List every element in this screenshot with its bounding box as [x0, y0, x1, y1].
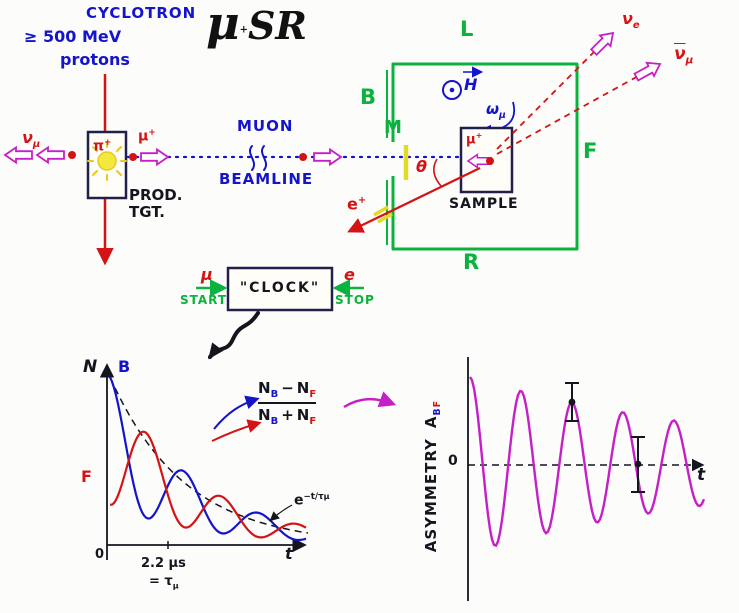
positron-label: e+	[347, 194, 367, 214]
prod-label: PROD.	[129, 186, 183, 204]
clock-group	[196, 266, 364, 312]
positron-track-arrow	[347, 166, 481, 233]
histogram-origin-label: 0	[95, 547, 105, 562]
red-to-formula-arrow	[211, 419, 262, 442]
start-label: START	[180, 293, 228, 307]
detector-l-label: L	[460, 17, 474, 41]
exp-label-pointer	[269, 504, 293, 522]
asymmetry-plot	[467, 357, 706, 601]
page-title: μ+SR	[206, 0, 308, 50]
antinu-mu-track	[496, 63, 661, 155]
muon-dot-1	[129, 153, 137, 161]
error-bar-1	[565, 382, 579, 422]
stop-label: STOP	[335, 293, 375, 307]
clock-mu-label: μ	[201, 265, 213, 284]
production-target-box	[86, 130, 128, 200]
antinu-mu-spin-arrow	[631, 56, 665, 85]
blue-to-formula-arrow	[213, 395, 260, 430]
asymmetry-formula: NB−NF NB+NF	[258, 379, 317, 427]
muon-dot-2	[299, 153, 307, 161]
to-asymmetry-arrow	[343, 391, 397, 409]
sun-icon	[87, 141, 127, 181]
muon-label: MUON	[237, 117, 294, 135]
antinu-mu-label: νμ	[674, 44, 694, 67]
sample-label: SAMPLE	[449, 196, 519, 212]
error-bar-2	[631, 436, 645, 493]
beamline-break-icon	[249, 145, 267, 171]
proton-energy-label: ≥ 500 MeV	[24, 27, 122, 46]
clock-label: "CLOCK"	[239, 280, 321, 296]
cyclotron-label: CYCLOTRON	[86, 4, 197, 22]
clock-e-label: e	[344, 265, 355, 284]
formula-denominator: NB+NF	[258, 402, 317, 427]
tau-value-label: 2.2 μs	[141, 556, 186, 571]
muon-spin-arrow-2	[313, 148, 342, 166]
histogram-f-label: F	[81, 467, 92, 486]
omega-mu-label: ωμ	[486, 100, 506, 121]
nu-mu-left-label: νμ	[22, 128, 41, 151]
clock-box	[226, 266, 334, 312]
nu-e-label: νe	[622, 9, 640, 32]
backward-counts-curve	[108, 376, 307, 542]
tau-eq-label: = τμ	[149, 574, 179, 591]
sample-muon-group	[467, 153, 494, 169]
exp-decay-label: e−t/τμ	[294, 492, 330, 509]
field-h-label: H	[464, 75, 478, 94]
asymmetry-t-label: t	[697, 465, 706, 485]
decay-histogram-plot	[99, 363, 309, 560]
muon-beam-particles	[129, 148, 342, 166]
asymmetry-origin-label: 0	[448, 453, 458, 469]
histogram-b-label: B	[118, 357, 131, 376]
detector-m-label: M	[384, 117, 402, 138]
sample-muon-label: μ+	[466, 131, 483, 148]
detector-r-label: R	[463, 250, 480, 274]
detector-b-label: B	[360, 85, 377, 109]
theta-label: θ	[416, 157, 427, 176]
field-direction-icon	[442, 66, 484, 100]
histogram-n-label: N	[83, 357, 98, 377]
mu-plus-beam-label: μ+	[138, 128, 156, 145]
pion-label: π+	[93, 138, 112, 155]
muon-spin-arrow-1	[140, 148, 169, 166]
tgt-label: TGT.	[129, 203, 165, 221]
formula-arrows	[211, 391, 397, 442]
asymmetry-y-label: ASYMMETRYABF	[421, 400, 443, 553]
beamline-label: BEAMLINE	[219, 170, 314, 188]
forward-counts-curve	[110, 430, 307, 539]
detector-hit-marks	[373, 205, 393, 224]
histogram-t-label: t	[285, 544, 293, 563]
asymmetry-curve	[468, 376, 706, 547]
protons-label: protons	[60, 50, 130, 69]
theta-arc	[433, 158, 442, 187]
detector-f-label: F	[583, 139, 598, 163]
clock-pointer-arrow	[208, 311, 260, 360]
formula-numerator: NB−NF	[258, 379, 317, 400]
nu-spin-arrow-inner	[36, 146, 65, 164]
nu-mu-dot	[68, 151, 76, 159]
sample-muon-dot	[486, 157, 494, 165]
pion-decay-left-group	[4, 146, 76, 164]
